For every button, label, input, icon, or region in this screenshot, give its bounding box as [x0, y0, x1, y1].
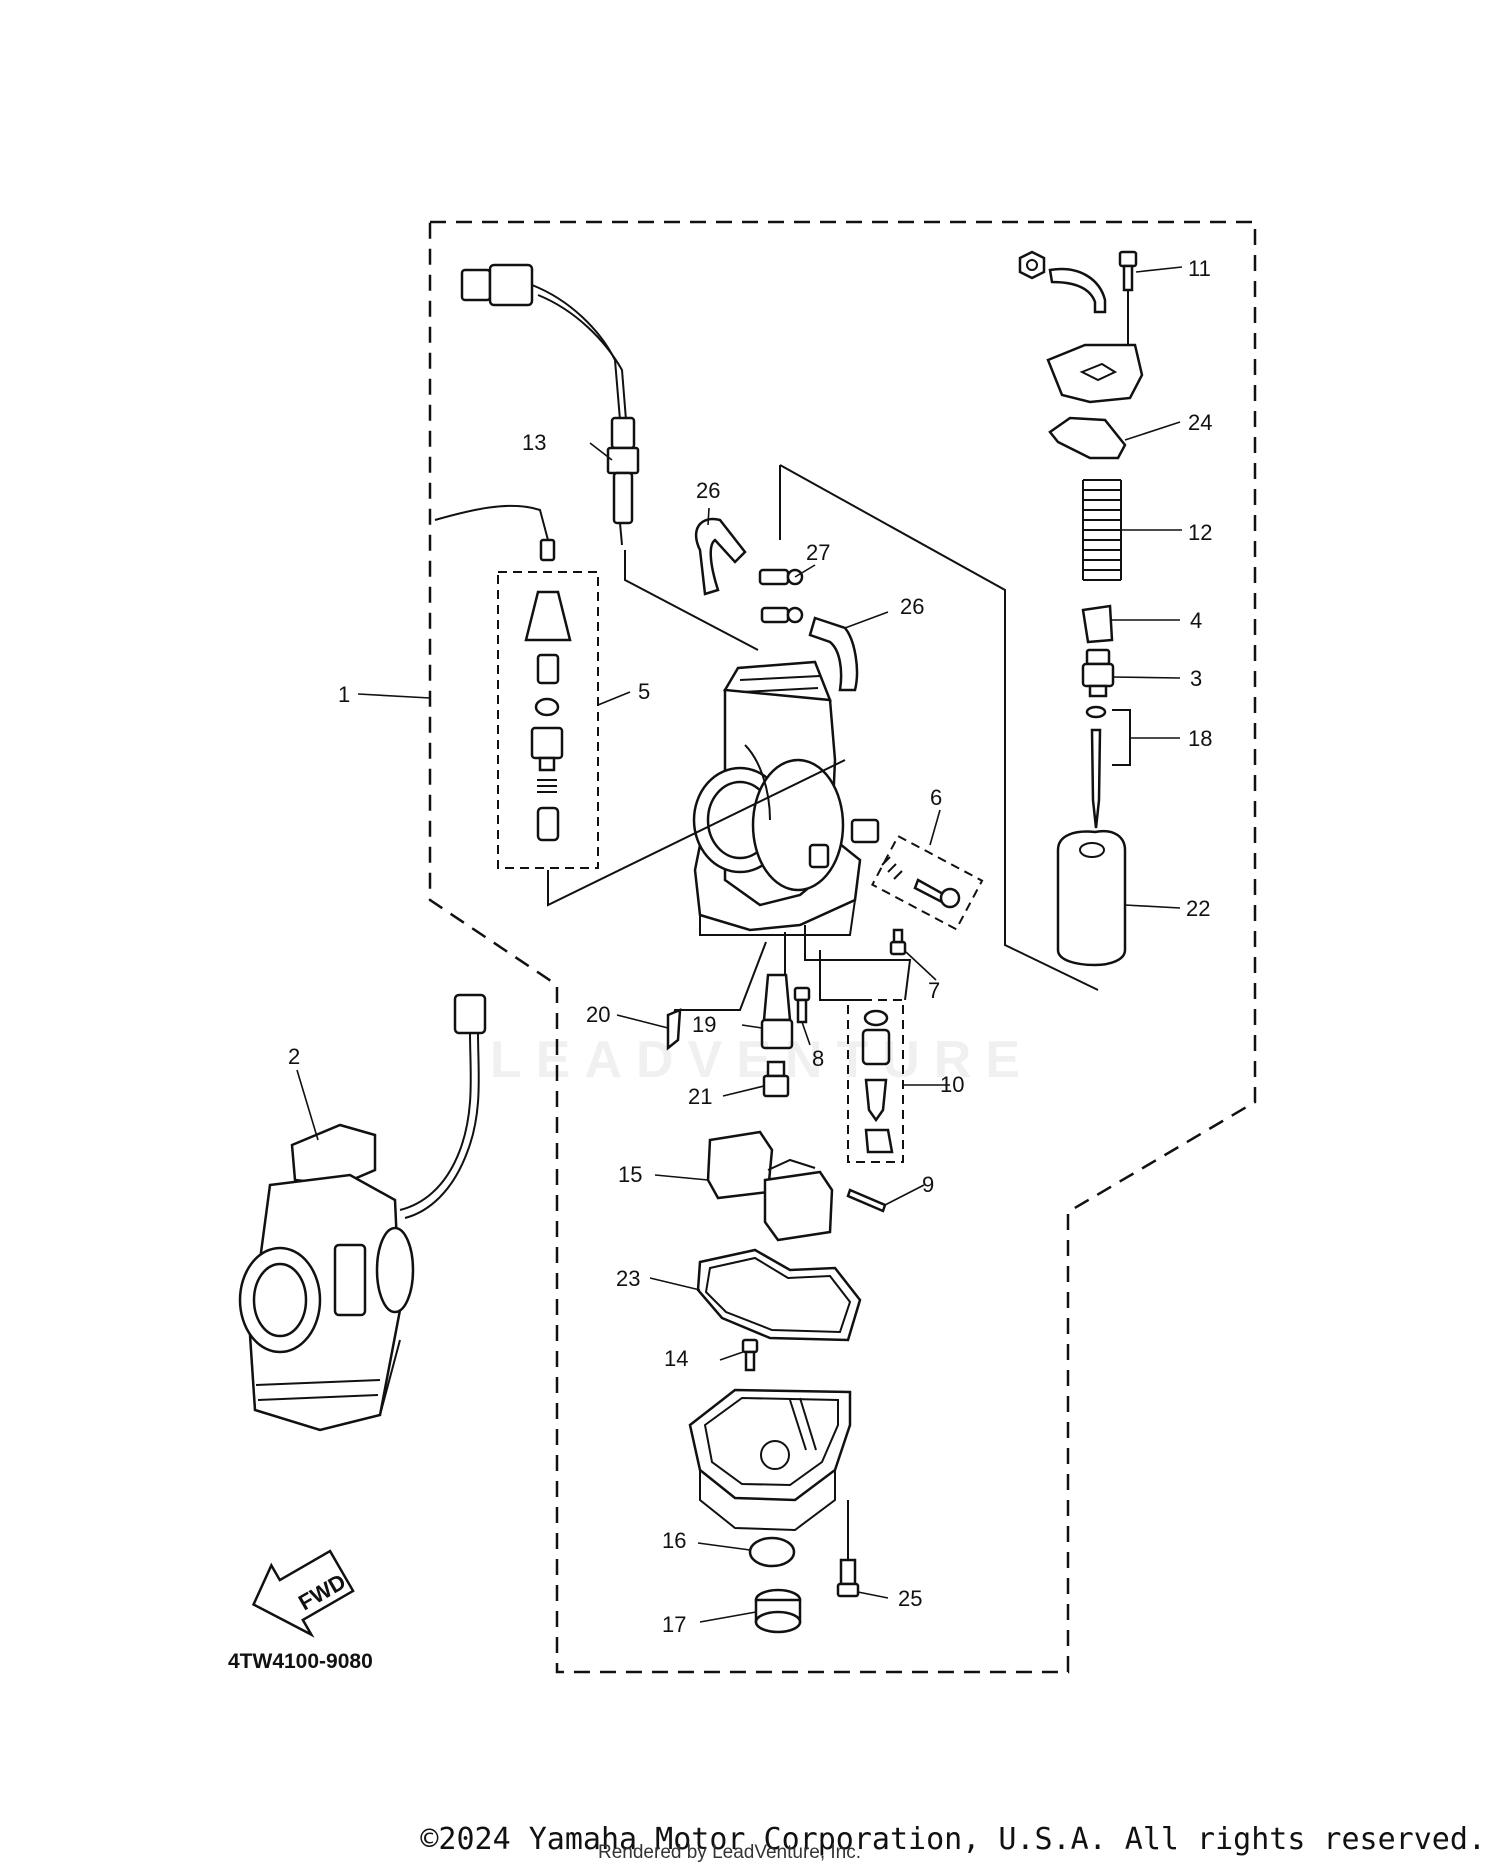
callout-12: 12: [1188, 520, 1212, 545]
callout-11: 11: [1188, 256, 1211, 281]
screw-14: [741, 1338, 759, 1372]
pilot-screw-parts-6: [881, 856, 961, 909]
fitting-pipe: [1048, 267, 1107, 314]
drain-plug-17: [754, 1588, 802, 1634]
callout-7: 7: [928, 978, 940, 1003]
carb-top-cap-detail: [1079, 362, 1118, 382]
needle-valve-box-10: [847, 999, 904, 1163]
callout-15: 15: [618, 1162, 642, 1187]
callout-14: 14: [664, 1346, 688, 1371]
callout-16: 16: [662, 1528, 686, 1553]
needle-valve-parts-10: [861, 1009, 894, 1154]
throttle-valve-22: [1056, 829, 1127, 967]
callout-25: 25: [898, 1586, 922, 1611]
callout-26-b: 26: [900, 594, 924, 619]
jet-set-parts-5: [524, 590, 572, 842]
callout-3: 3: [1190, 666, 1202, 691]
callout-8: 8: [812, 1046, 824, 1071]
assembly-boundary: [428, 220, 1257, 1674]
callout-13: 13: [522, 430, 546, 455]
callout-10: 10: [940, 1072, 964, 1097]
pilot-screw-box-6: [871, 834, 984, 931]
spring-12: [1082, 479, 1122, 581]
spring-seat-4: [1081, 604, 1114, 644]
float-chamber-gasket-23: [696, 1248, 862, 1342]
leader-lines: [296, 266, 1183, 1623]
callout-27: 27: [806, 540, 830, 565]
guide-line-f: [819, 950, 870, 1001]
callout-18: 18: [1188, 726, 1212, 751]
callout-17: 17: [662, 1612, 686, 1637]
watermark: LEADVENTURE: [490, 1031, 1035, 1089]
jet-set-box-5: [497, 571, 599, 869]
drawing-code: 4TW4100-9080: [228, 1650, 373, 1673]
callout-9: 9: [922, 1172, 934, 1197]
float-chamber-gasket-23-inner: [704, 1256, 852, 1334]
screw-8: [793, 986, 811, 1024]
callout-20: 20: [586, 1002, 610, 1027]
nut-washer: [1018, 250, 1046, 280]
needle-jet-19: [760, 973, 794, 1050]
jet-20: [666, 1008, 682, 1051]
rendered-by: Rendered by LeadVenture, Inc.: [598, 1842, 862, 1863]
callout-5: 5: [638, 679, 650, 704]
screw-11: [1118, 250, 1138, 350]
callout-22: 22: [1186, 896, 1210, 921]
copyright-notice: ©2024 Yamaha Motor Corporation, U.S.A. A…: [420, 1822, 1486, 1857]
assembled-carburetor-2: [238, 993, 487, 1432]
float-15: [706, 1130, 834, 1242]
cap-gasket-24: [1048, 416, 1127, 460]
throttle-valve-22-top: [1079, 842, 1105, 858]
callout-23: 23: [616, 1266, 640, 1291]
callout-24: 24: [1188, 410, 1212, 435]
float-pin-9: [846, 1188, 887, 1213]
wire-1-end: [539, 538, 556, 562]
carburetor-body: [669, 660, 912, 1031]
wire-1: [434, 504, 549, 541]
jet-needle-18: [1085, 705, 1131, 829]
callout-6: 6: [930, 785, 942, 810]
float-chamber: [688, 1388, 852, 1532]
callout-19: 19: [692, 1012, 716, 1037]
o-ring-16: [748, 1536, 796, 1568]
guide-line-a: [547, 759, 846, 907]
needle-holder-3: [1081, 648, 1115, 698]
hose-26-b: [808, 616, 859, 692]
throttle-sensor-13: [460, 263, 640, 546]
screw-7: [889, 928, 907, 956]
callout-1: 1: [338, 682, 350, 707]
fitting-27: [758, 568, 804, 624]
hose-26-a: [694, 517, 747, 596]
callout-4: 4: [1190, 608, 1202, 633]
callout-21: 21: [688, 1084, 712, 1109]
guide-line-b: [624, 550, 759, 651]
carb-top-cap: [1046, 343, 1144, 404]
callout-26-a: 26: [696, 478, 720, 503]
callout-2: 2: [288, 1044, 300, 1069]
guide-line-d: [779, 464, 1099, 991]
fwd-arrow-icon: [251, 1549, 355, 1638]
screw-25: [836, 1500, 860, 1598]
